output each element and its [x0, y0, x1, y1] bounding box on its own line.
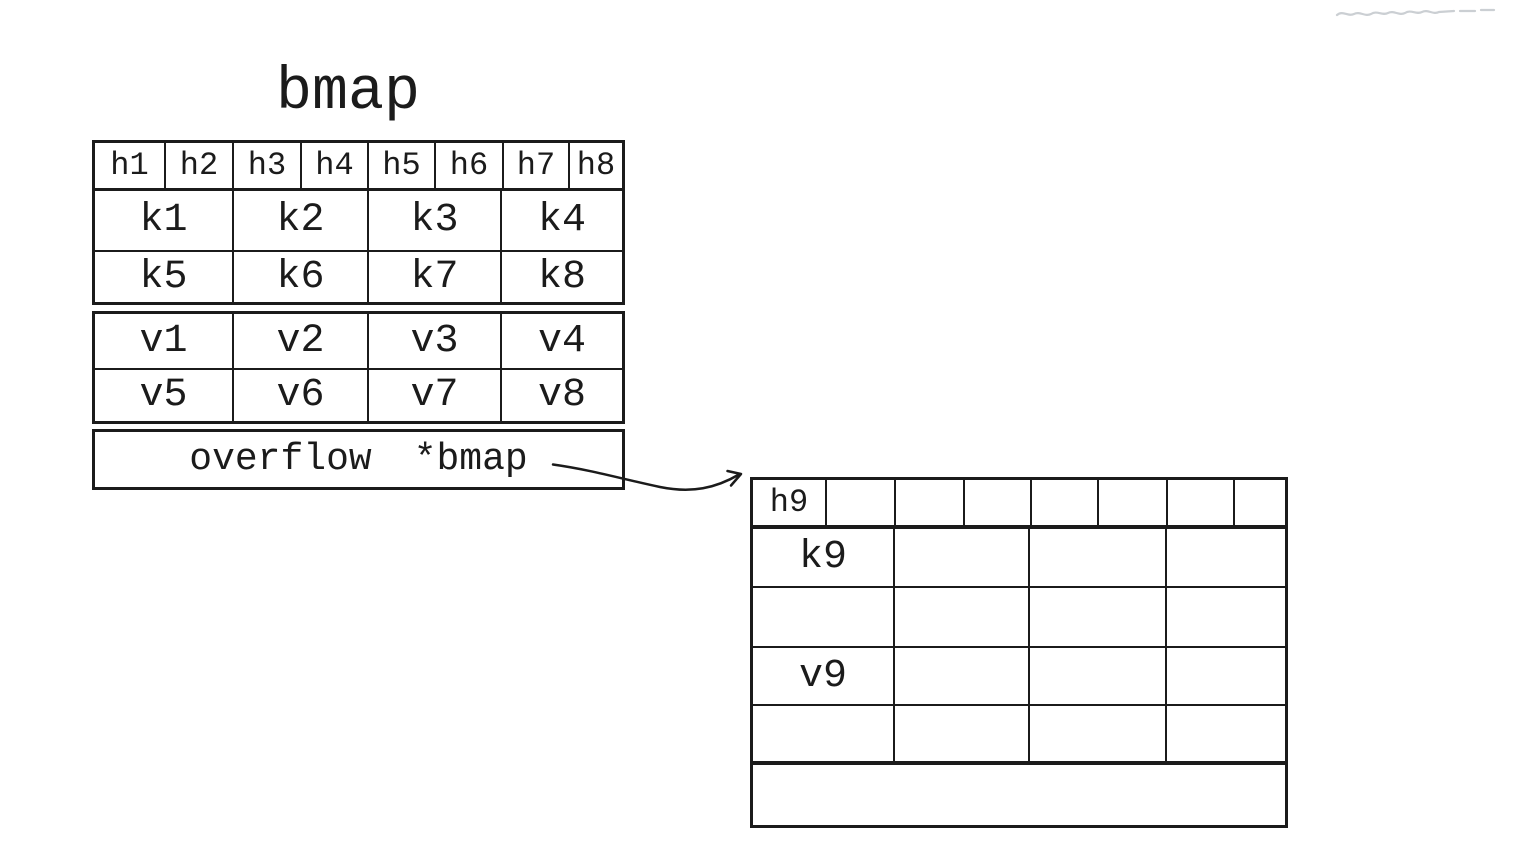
- value-cell: v5: [139, 373, 188, 418]
- bmap-bucket-table: h1 h2 h3 h4 h5 h6 h7 h8 k1 k2 k3 k4 k5 k…: [92, 140, 625, 490]
- tophash-cell: [963, 480, 1030, 525]
- key-row: k9: [753, 529, 1285, 586]
- value-cell: [1028, 706, 1165, 761]
- keys-section: k1 k2 k3 k4 k5 k6 k7 k8: [92, 188, 625, 305]
- tophash-cell: [825, 480, 894, 525]
- arrow-head: [726, 469, 743, 487]
- value-cell: v3: [367, 314, 500, 368]
- value-cell: [1028, 648, 1165, 704]
- value-cell: [1165, 648, 1285, 704]
- key-row: k1 k2 k3 k4: [95, 191, 622, 250]
- overflow-type-label: *bmap: [413, 438, 528, 481]
- key-cell: k9: [798, 535, 847, 580]
- overflow-row: [750, 762, 1288, 828]
- value-cell: [893, 648, 1028, 704]
- key-cell: [893, 529, 1028, 586]
- tophash-cell: h5: [367, 143, 434, 188]
- tophash-cell: h8: [568, 143, 622, 188]
- key-cell: k7: [367, 252, 500, 302]
- page-title: bmap: [276, 59, 421, 127]
- key-cell: k2: [232, 191, 367, 250]
- tophash-cell: h6: [434, 143, 502, 188]
- overflow-bucket-table: h9 k9 v9: [750, 477, 1288, 828]
- tophash-cell: h7: [502, 143, 568, 188]
- tophash-cell: [894, 480, 963, 525]
- key-cell: [1165, 588, 1285, 646]
- key-cell: [1028, 529, 1165, 586]
- value-cell: v7: [367, 370, 500, 421]
- faint-scribble: [1335, 8, 1496, 17]
- value-row: v9: [753, 646, 1285, 704]
- value-row: [753, 704, 1285, 761]
- overflow-cell: overflow *bmap: [95, 432, 622, 487]
- key-cell: [893, 588, 1028, 646]
- tophash-cell: [1030, 480, 1097, 525]
- value-row: v1 v2 v3 v4: [95, 314, 622, 368]
- key-cell: k8: [500, 252, 622, 302]
- value-cell: v8: [500, 370, 622, 421]
- key-cell: [1165, 529, 1285, 586]
- value-cell: [753, 706, 893, 761]
- overflow-row: overflow *bmap: [92, 429, 625, 490]
- overflow-field-label: overflow: [189, 438, 372, 481]
- key-cell: [753, 588, 893, 646]
- value-cell: v1: [139, 318, 188, 364]
- key-cell: k6: [232, 252, 367, 302]
- key-cell: k1: [139, 198, 188, 243]
- value-row: v5 v6 v7 v8: [95, 368, 622, 421]
- key-cell: k5: [139, 254, 188, 300]
- tophash-row: h9: [750, 477, 1288, 528]
- tophash-row: h1 h2 h3 h4 h5 h6 h7 h8: [92, 140, 625, 191]
- values-section: v1 v2 v3 v4 v5 v6 v7 v8: [92, 311, 625, 424]
- key-cell: [1028, 588, 1165, 646]
- key-cell: k3: [367, 191, 500, 250]
- key-row: [753, 586, 1285, 646]
- tophash-cell: h4: [300, 143, 367, 188]
- tophash-cell: h3: [232, 143, 300, 188]
- value-cell: v6: [232, 370, 367, 421]
- tophash-cell: h9: [769, 484, 809, 521]
- key-cell: k4: [500, 191, 622, 250]
- value-cell: v9: [798, 653, 847, 699]
- tophash-cell: h2: [164, 143, 232, 188]
- tophash-cell: [1233, 480, 1285, 525]
- overflow-cell: [753, 765, 1285, 825]
- value-cell: [1165, 706, 1285, 761]
- key-row: k5 k6 k7 k8: [95, 250, 622, 302]
- body-section: k9 v9: [750, 526, 1288, 764]
- tophash-cell: [1166, 480, 1233, 525]
- value-cell: v4: [500, 314, 622, 368]
- tophash-cell: [1097, 480, 1166, 525]
- tophash-cell: h1: [110, 147, 149, 184]
- value-cell: [893, 706, 1028, 761]
- value-cell: v2: [232, 314, 367, 368]
